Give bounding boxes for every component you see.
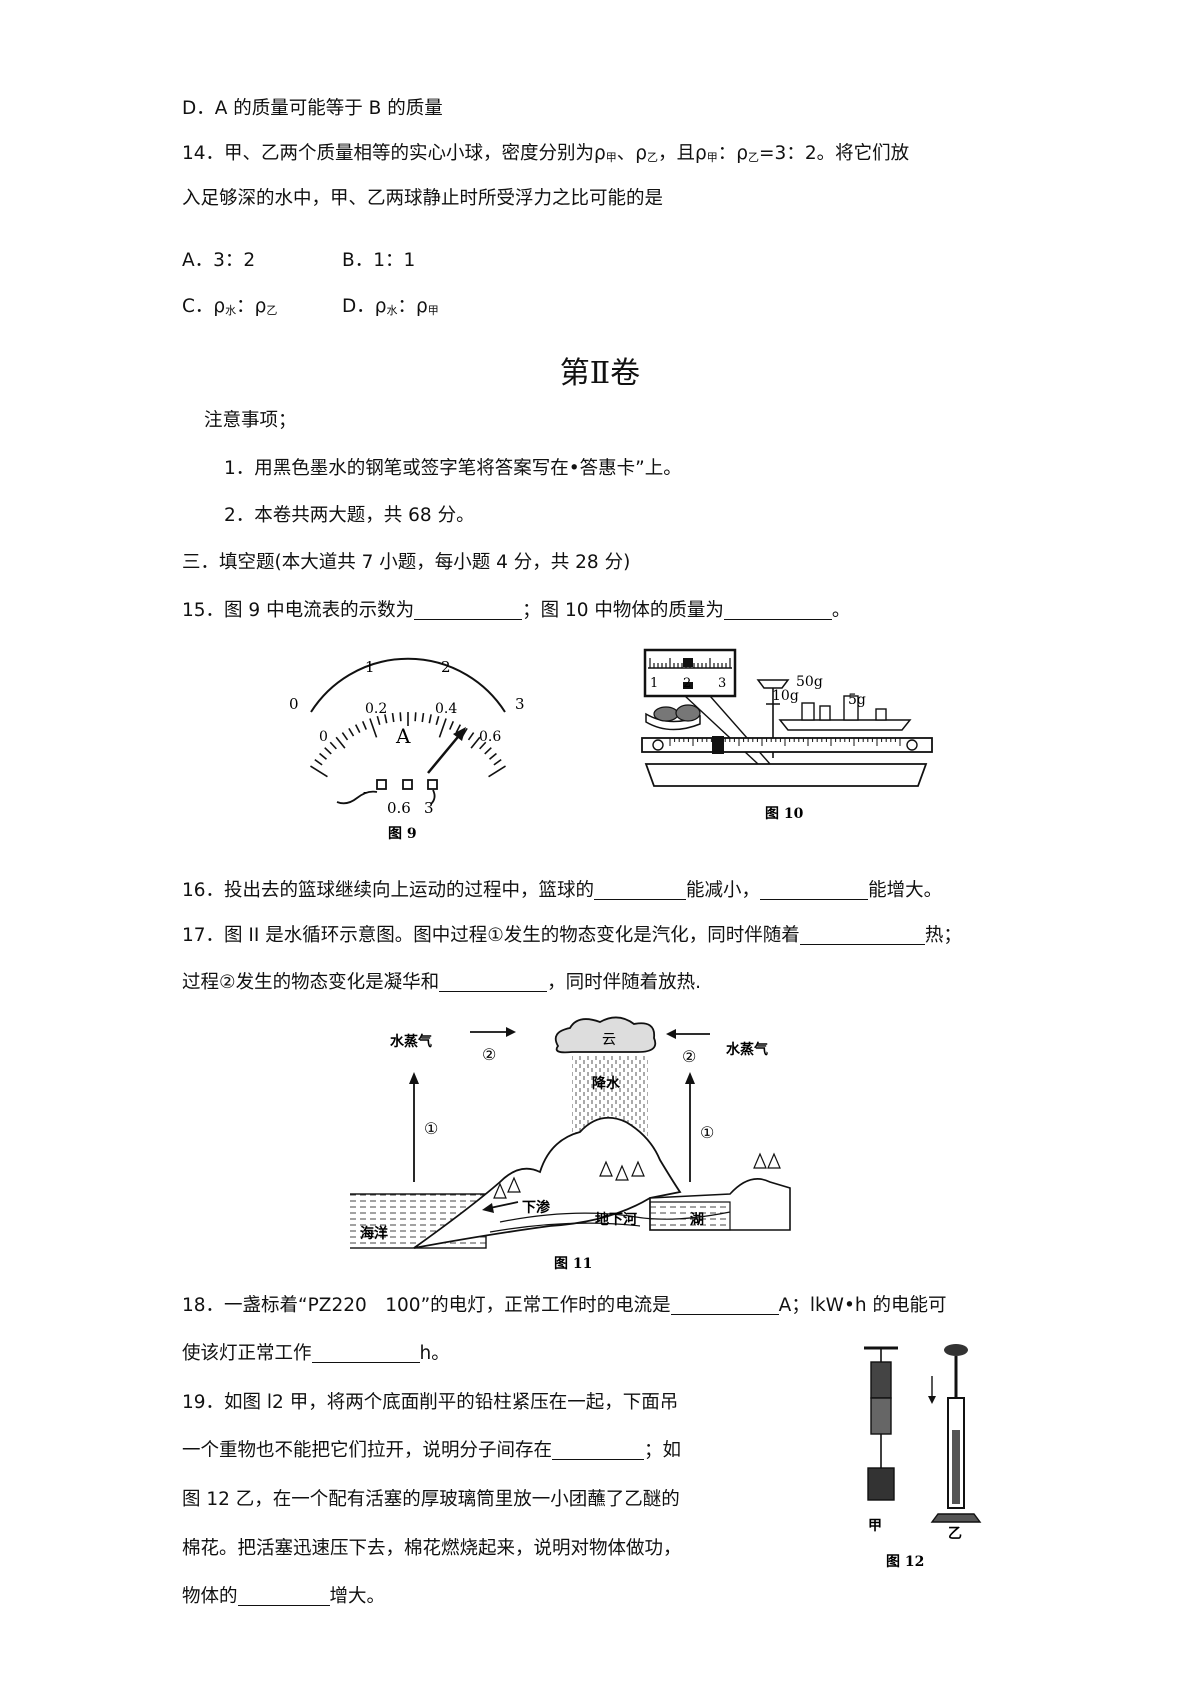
- fig10-weight-50g: 50g: [796, 674, 823, 690]
- fig9-terminal-minus: -: [363, 785, 367, 800]
- fig12-lead-top: [870, 1361, 892, 1399]
- fig10-zoom-3: 3: [718, 676, 726, 691]
- fig11-vapor-left: 水蒸气: [390, 1033, 432, 1050]
- q14-option-d: D．ρ水：ρ甲: [342, 296, 439, 317]
- fig9-top-0: 0: [289, 695, 299, 713]
- q19-line-2: 一个重物也不能把它们拉开，说明分子间存在；如: [182, 1439, 682, 1461]
- q15-line: 15．图 9 中电流表的示数为；图 10 中物体的质量为。: [182, 599, 851, 621]
- fig9-unit: A: [395, 724, 411, 748]
- fig11-circle1-right: ①: [700, 1123, 714, 1142]
- fig9-bottom-0: 0: [319, 729, 328, 745]
- q14-stem-line1: 14．甲、乙两个质量相等的实心小球，密度分别为ρ甲、ρ乙，且ρ甲：ρ乙=3：2。…: [182, 143, 910, 164]
- q15-blank-2[interactable]: [723, 599, 832, 620]
- fig10-weight-5g: 5g: [848, 692, 866, 708]
- fig10-zoom-box: [643, 648, 737, 698]
- fig11-circle2-right: ②: [682, 1047, 696, 1066]
- fig10-beam: [641, 737, 933, 753]
- fig10-zoom-2: 2: [683, 676, 691, 691]
- q16-line: 16．投出去的篮球继续向上运动的过程中，篮球的能减小，能增大。: [182, 879, 943, 901]
- fig9-bottom-06: 0.6: [479, 729, 501, 745]
- fig12-weight: [867, 1467, 895, 1501]
- fig12-experiments: 甲 乙 图 12: [864, 1344, 982, 1570]
- q16-blank-1[interactable]: [594, 879, 687, 900]
- fig9-pointer: [427, 731, 463, 774]
- fig11-caption: 图 11: [554, 1256, 592, 1272]
- q18-blank-2[interactable]: [311, 1342, 420, 1363]
- fig11-mountain: [413, 1116, 682, 1249]
- q14-option-b: B．1：1: [342, 250, 416, 271]
- q14-stem-line2: 入足够深的水中，甲、乙两球静止时所受浮力之比可能的是: [182, 188, 664, 209]
- fig12-caption: 图 12: [886, 1554, 924, 1570]
- q17-line-1: 17．图 II 是水循环示意图。图中过程①发生的物态变化是汽化，同时伴随着热；: [182, 924, 962, 946]
- q16-blank-2[interactable]: [760, 879, 869, 900]
- fig11-vapor-right: 水蒸气: [726, 1041, 768, 1058]
- q17-blank-2[interactable]: [439, 971, 548, 992]
- fig10-weight-10g: 10g: [772, 688, 799, 704]
- fig9-caption: 图 9: [388, 826, 417, 840]
- q19-line-5: 物体的增大。: [182, 1585, 386, 1607]
- fig11-precip-label: 降水: [592, 1075, 621, 1092]
- fig9-bottom-04: 0.4: [435, 701, 457, 717]
- fig12-label-jia: 甲: [868, 1518, 882, 1534]
- q13-option-d: D．A 的质量可能等于 B 的质量: [182, 98, 443, 119]
- section-title: 第Ⅱ卷: [559, 356, 641, 391]
- fig11-lake-label: 湖: [690, 1212, 704, 1228]
- q18-blank-1[interactable]: [670, 1294, 779, 1315]
- fig9-terminal-06: 0.6: [387, 799, 411, 817]
- fig11-cloud-label: 云: [602, 1032, 616, 1048]
- fig11-cloud: [554, 1016, 657, 1054]
- q14-option-a: A．3：2: [182, 250, 256, 271]
- q14-option-c: C．ρ水：ρ乙: [182, 296, 278, 317]
- fig11-circle2-left: ②: [482, 1045, 496, 1064]
- fig9-ammeter: 0 1 2 3 0 0.2 0.4 0.6 A - 0.6 3 图 9: [289, 657, 525, 840]
- q19-blank-1[interactable]: [552, 1439, 645, 1460]
- fig11-ocean-label: 海洋: [360, 1225, 388, 1242]
- notes-heading: 注意事项；: [204, 410, 297, 431]
- fig11-circle1-left: ①: [424, 1119, 438, 1138]
- fig9-terminal-3: 3: [424, 799, 434, 817]
- fig9-top-1: 1: [365, 658, 375, 676]
- fig11-seep-label: 下渗: [522, 1199, 551, 1216]
- q19-blank-2[interactable]: [237, 1585, 330, 1606]
- fig10-balance: 1 2 3 10g 50g 5g 图 10: [641, 648, 933, 822]
- q15-blank-1[interactable]: [414, 599, 523, 620]
- q17-blank-1[interactable]: [799, 924, 925, 945]
- fig12-label-yi: 乙: [948, 1526, 962, 1542]
- fig11-groundwater-label: 地下河: [595, 1211, 637, 1228]
- fig11-lake: [649, 1201, 731, 1231]
- fig10-caption: 图 10: [765, 806, 804, 822]
- fig11-water-cycle: 云 降水 水蒸气 水蒸气 ② ② ① ① 海洋 湖 下渗 地下河 图 11: [350, 1016, 791, 1272]
- fig9-top-2: 2: [441, 658, 451, 676]
- q17-line-2: 过程②发生的物态变化是凝华和，同时伴随着放热.: [182, 971, 701, 993]
- fig10-zoom-1: 1: [650, 676, 658, 691]
- fig12-lead-bottom: [870, 1397, 892, 1435]
- notes-item-1: 1．用黑色墨水的钢笔或签字笔将答案写在•答惠卡”上。: [224, 458, 682, 479]
- q19-line-3: 图 12 乙，在一个配有活塞的厚玻璃筒里放一小团蘸了乙醚的: [182, 1489, 680, 1510]
- q19-line-1: 19．如图 l2 甲，将两个底面削平的铅柱紧压在一起，下面吊: [182, 1392, 679, 1413]
- q19-line-4: 棉花。把活塞迅速压下去，棉花燃烧起来，说明对物体做功，: [182, 1538, 682, 1559]
- part3-heading: 三．填空题(本大道共 7 小题，每小题 4 分，共 28 分): [182, 552, 631, 573]
- fig9-top-3: 3: [515, 695, 525, 713]
- fig9-bottom-02: 0.2: [365, 701, 387, 717]
- fig10-base: [644, 763, 928, 787]
- notes-item-2: 2．本卷共两大题，共 68 分。: [224, 505, 475, 526]
